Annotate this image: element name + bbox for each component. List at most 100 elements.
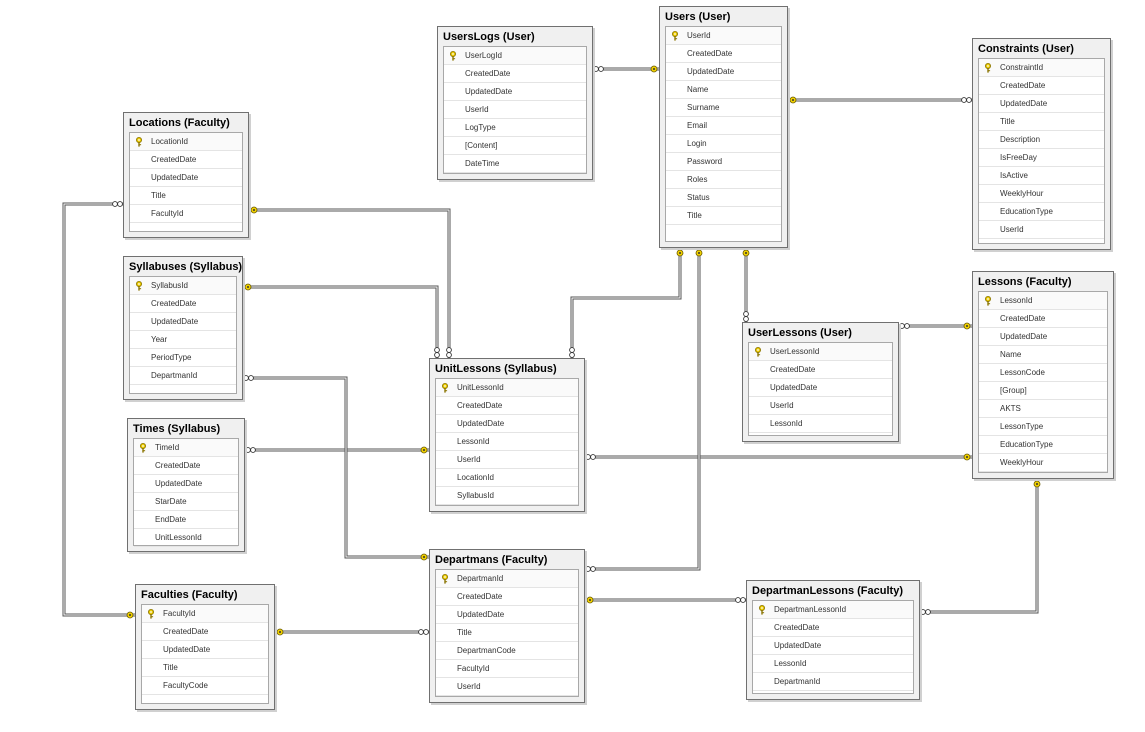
column-row[interactable]: Title [979, 113, 1104, 131]
relationship-locations-faculties[interactable] [62, 201, 135, 619]
relationship-unitlessons-locations[interactable] [249, 206, 452, 358]
column-row[interactable]: Status [666, 189, 781, 207]
primary-key-row[interactable]: DepartmanId [436, 570, 578, 588]
column-row[interactable]: CreatedDate [979, 77, 1104, 95]
column-row[interactable]: Title [130, 187, 242, 205]
column-row[interactable]: LogType [444, 119, 586, 137]
column-row[interactable]: CreatedDate [753, 619, 913, 637]
primary-key-row[interactable]: UserId [666, 27, 781, 45]
column-row[interactable]: UserId [979, 221, 1104, 239]
column-row[interactable]: LessonId [753, 655, 913, 673]
primary-key-row[interactable]: DepartmanLessonId [753, 601, 913, 619]
column-row[interactable]: UpdatedDate [666, 63, 781, 81]
relationship-userlessons-users[interactable] [742, 248, 750, 322]
column-row[interactable]: Title [666, 207, 781, 225]
column-row[interactable]: Title [436, 624, 578, 642]
column-row[interactable]: DepartmanCode [436, 642, 578, 660]
column-row[interactable]: DepartmanId [130, 367, 236, 385]
column-row[interactable]: Year [130, 331, 236, 349]
column-row[interactable]: Password [666, 153, 781, 171]
column-row[interactable]: Roles [666, 171, 781, 189]
relationship-departmanlessons-lessons[interactable] [920, 479, 1041, 615]
column-row[interactable]: [Content] [444, 137, 586, 155]
column-row[interactable]: CreatedDate [979, 310, 1107, 328]
column-row[interactable]: UpdatedDate [749, 379, 892, 397]
column-row[interactable]: UpdatedDate [436, 606, 578, 624]
column-row[interactable]: WeeklyHour [979, 454, 1107, 472]
primary-key-row[interactable]: LessonId [979, 292, 1107, 310]
column-row[interactable]: Login [666, 135, 781, 153]
column-row[interactable]: SyllabusId [436, 487, 578, 505]
column-row[interactable]: FacultyId [436, 660, 578, 678]
relationship-times-unitlessons[interactable] [245, 446, 429, 454]
column-row[interactable]: DepartmanId [753, 673, 913, 691]
relationship-departmans-users[interactable] [585, 248, 703, 572]
column-row[interactable]: StarDate [134, 493, 238, 511]
column-row[interactable]: [Group] [979, 382, 1107, 400]
column-row[interactable]: Name [666, 81, 781, 99]
primary-key-row[interactable]: ConstraintId [979, 59, 1104, 77]
primary-key-row[interactable]: SyllabusId [130, 277, 236, 295]
column-row[interactable]: CreatedDate [436, 397, 578, 415]
column-row[interactable]: LessonCode [979, 364, 1107, 382]
relationship-unitlessons-users[interactable] [569, 248, 684, 358]
column-row[interactable]: CreatedDate [130, 295, 236, 313]
column-row[interactable]: UpdatedDate [130, 169, 242, 187]
column-row[interactable]: EducationType [979, 436, 1107, 454]
primary-key-row[interactable]: LocationId [130, 133, 242, 151]
column-row[interactable]: Title [142, 659, 268, 677]
relationship-userlessons-lessons[interactable] [899, 322, 972, 330]
column-row[interactable]: WeeklyHour [979, 185, 1104, 203]
column-row[interactable]: LessonId [436, 433, 578, 451]
column-row[interactable]: CreatedDate [436, 588, 578, 606]
relationship-constraints-users[interactable] [788, 96, 972, 104]
column-row[interactable]: IsActive [979, 167, 1104, 185]
column-row[interactable]: UpdatedDate [436, 415, 578, 433]
column-row[interactable]: LocationId [436, 469, 578, 487]
column-row[interactable]: UpdatedDate [130, 313, 236, 331]
column-row[interactable]: UpdatedDate [979, 328, 1107, 346]
column-row[interactable]: IsFreeDay [979, 149, 1104, 167]
relationship-unitlessons-syllabuses[interactable] [243, 283, 440, 358]
column-row[interactable]: AKTS [979, 400, 1107, 418]
column-row[interactable]: CreatedDate [749, 361, 892, 379]
column-row[interactable]: UpdatedDate [753, 637, 913, 655]
column-row[interactable]: Description [979, 131, 1104, 149]
column-row[interactable]: UserId [749, 397, 892, 415]
column-row[interactable]: CreatedDate [134, 457, 238, 475]
column-row[interactable]: CreatedDate [130, 151, 242, 169]
column-row[interactable]: EndDate [134, 511, 238, 529]
primary-key-row[interactable]: UserLessonId [749, 343, 892, 361]
primary-key-row[interactable]: UnitLessonId [436, 379, 578, 397]
column-row[interactable]: Surname [666, 99, 781, 117]
column-row[interactable]: UpdatedDate [979, 95, 1104, 113]
column-row[interactable]: CreatedDate [444, 65, 586, 83]
column-row[interactable]: FacultyCode [142, 677, 268, 695]
column-row[interactable]: UpdatedDate [444, 83, 586, 101]
column-row[interactable]: UserId [444, 101, 586, 119]
column-row[interactable]: UpdatedDate [142, 641, 268, 659]
column-row[interactable]: CreatedDate [666, 45, 781, 63]
primary-key-row[interactable]: FacultyId [142, 605, 268, 623]
column-row[interactable]: UpdatedDate [134, 475, 238, 493]
column-row[interactable]: CreatedDate [142, 623, 268, 641]
primary-key-row[interactable]: TimeId [134, 439, 238, 457]
column-row[interactable]: DateTime [444, 155, 586, 173]
relationship-departmanlessons-departmans[interactable] [585, 596, 746, 604]
relationship-userslogs-users[interactable] [593, 65, 659, 73]
relationship-departmans-faculties[interactable] [275, 628, 429, 636]
column-row[interactable]: UserId [436, 678, 578, 696]
relationship-syllabuses-departmans[interactable] [243, 375, 429, 561]
column-row[interactable]: UnitLessonId [134, 529, 238, 547]
column-row[interactable]: LessonType [979, 418, 1107, 436]
